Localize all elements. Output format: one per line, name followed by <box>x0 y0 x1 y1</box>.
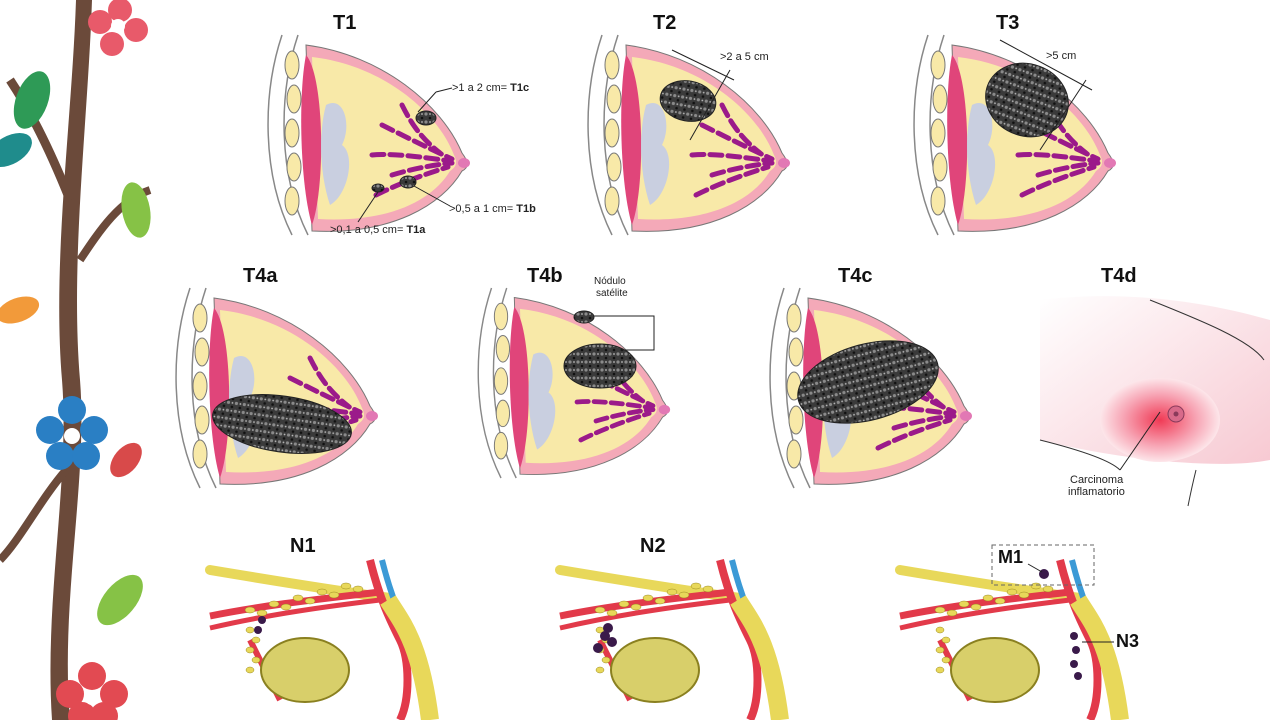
t2-size-label: >2 a 5 cm <box>720 51 769 63</box>
tree-illustration <box>0 0 152 720</box>
leader-line <box>671 49 735 81</box>
n3-node-involved <box>1070 660 1078 668</box>
t4a-tumor <box>212 394 352 454</box>
t1-title: T1 <box>333 12 357 34</box>
flower-icon <box>36 396 108 470</box>
t1c-label: >1 a 2 cm= T1c <box>452 82 530 94</box>
m1-title: M1 <box>998 547 1024 567</box>
satellite-label-1: Nódulo <box>594 276 626 287</box>
t2-tumor <box>659 80 717 122</box>
t3-title: T3 <box>996 12 1020 34</box>
n2-node-involved <box>603 623 613 633</box>
decorative-tree-border <box>0 0 152 720</box>
n1-node-involved <box>258 616 266 624</box>
leader-line <box>357 191 379 223</box>
n1-title: N1 <box>290 535 316 557</box>
n2-node-involved <box>607 637 617 647</box>
t3-tumor <box>985 62 1069 138</box>
t1-breast <box>267 34 470 236</box>
t4c-tumor <box>797 340 939 424</box>
t1c-tumor <box>415 110 437 126</box>
carcinoma-label-2: inflamatorio <box>1068 486 1125 498</box>
t4d-title: T4d <box>1101 265 1137 287</box>
n2-node-involved <box>593 643 603 653</box>
leader-line <box>417 91 437 113</box>
carcinoma-leader <box>1119 411 1161 471</box>
leader-line <box>999 39 1093 91</box>
t4b-satellite <box>573 310 595 324</box>
leaf-icon <box>0 296 40 324</box>
n3-node-involved <box>1074 672 1082 680</box>
m1-node <box>1039 569 1049 579</box>
n3-diagram <box>895 559 1129 720</box>
t1a-label: >0,1 a 0,5 cm= T1a <box>330 224 426 236</box>
n3-node-involved <box>1072 646 1080 654</box>
t4c-title: T4c <box>838 265 873 287</box>
m1-leader <box>1027 563 1043 573</box>
n1-diagram <box>205 559 439 720</box>
t2-title: T2 <box>653 12 677 34</box>
tree-branch <box>0 467 70 563</box>
n2-title: N2 <box>640 535 666 557</box>
t1b-label: >0,5 a 1 cm= T1b <box>449 203 536 215</box>
n3-node-involved <box>1070 632 1078 640</box>
t4b-title: T4b <box>527 265 563 287</box>
n1-node-involved <box>254 626 262 634</box>
satellite-arrow <box>594 315 655 351</box>
t4d-breast <box>1039 296 1270 507</box>
t4a-breast <box>175 287 378 489</box>
leader-line <box>413 185 451 207</box>
n2-node-involved <box>600 631 610 641</box>
t1a-tumor <box>371 183 385 193</box>
leaf-icon <box>97 574 143 626</box>
leaf-icon <box>0 132 32 168</box>
tree-branch <box>6 77 75 202</box>
t2-breast <box>587 34 790 236</box>
t4b-tumor <box>563 343 637 389</box>
t1b-tumor <box>399 175 417 189</box>
flower-icon <box>88 0 148 56</box>
carcinoma-label-1: Carcinoma <box>1070 474 1124 486</box>
leader-line <box>689 69 731 141</box>
leaf-icon <box>13 71 51 129</box>
leaf-icon <box>121 182 151 238</box>
m1-box <box>991 544 1095 586</box>
leaf-icon <box>110 442 142 478</box>
n3-title: N3 <box>1116 631 1140 651</box>
t4a-title: T4a <box>243 265 278 287</box>
satellite-label-2: satélite <box>596 288 628 299</box>
leader-line <box>435 87 453 93</box>
t3-size-label: >5 cm <box>1046 50 1077 62</box>
leader-line <box>1039 79 1087 151</box>
n2-diagram <box>555 559 789 720</box>
flower-icon <box>56 662 128 720</box>
tree-trunk <box>50 0 92 720</box>
